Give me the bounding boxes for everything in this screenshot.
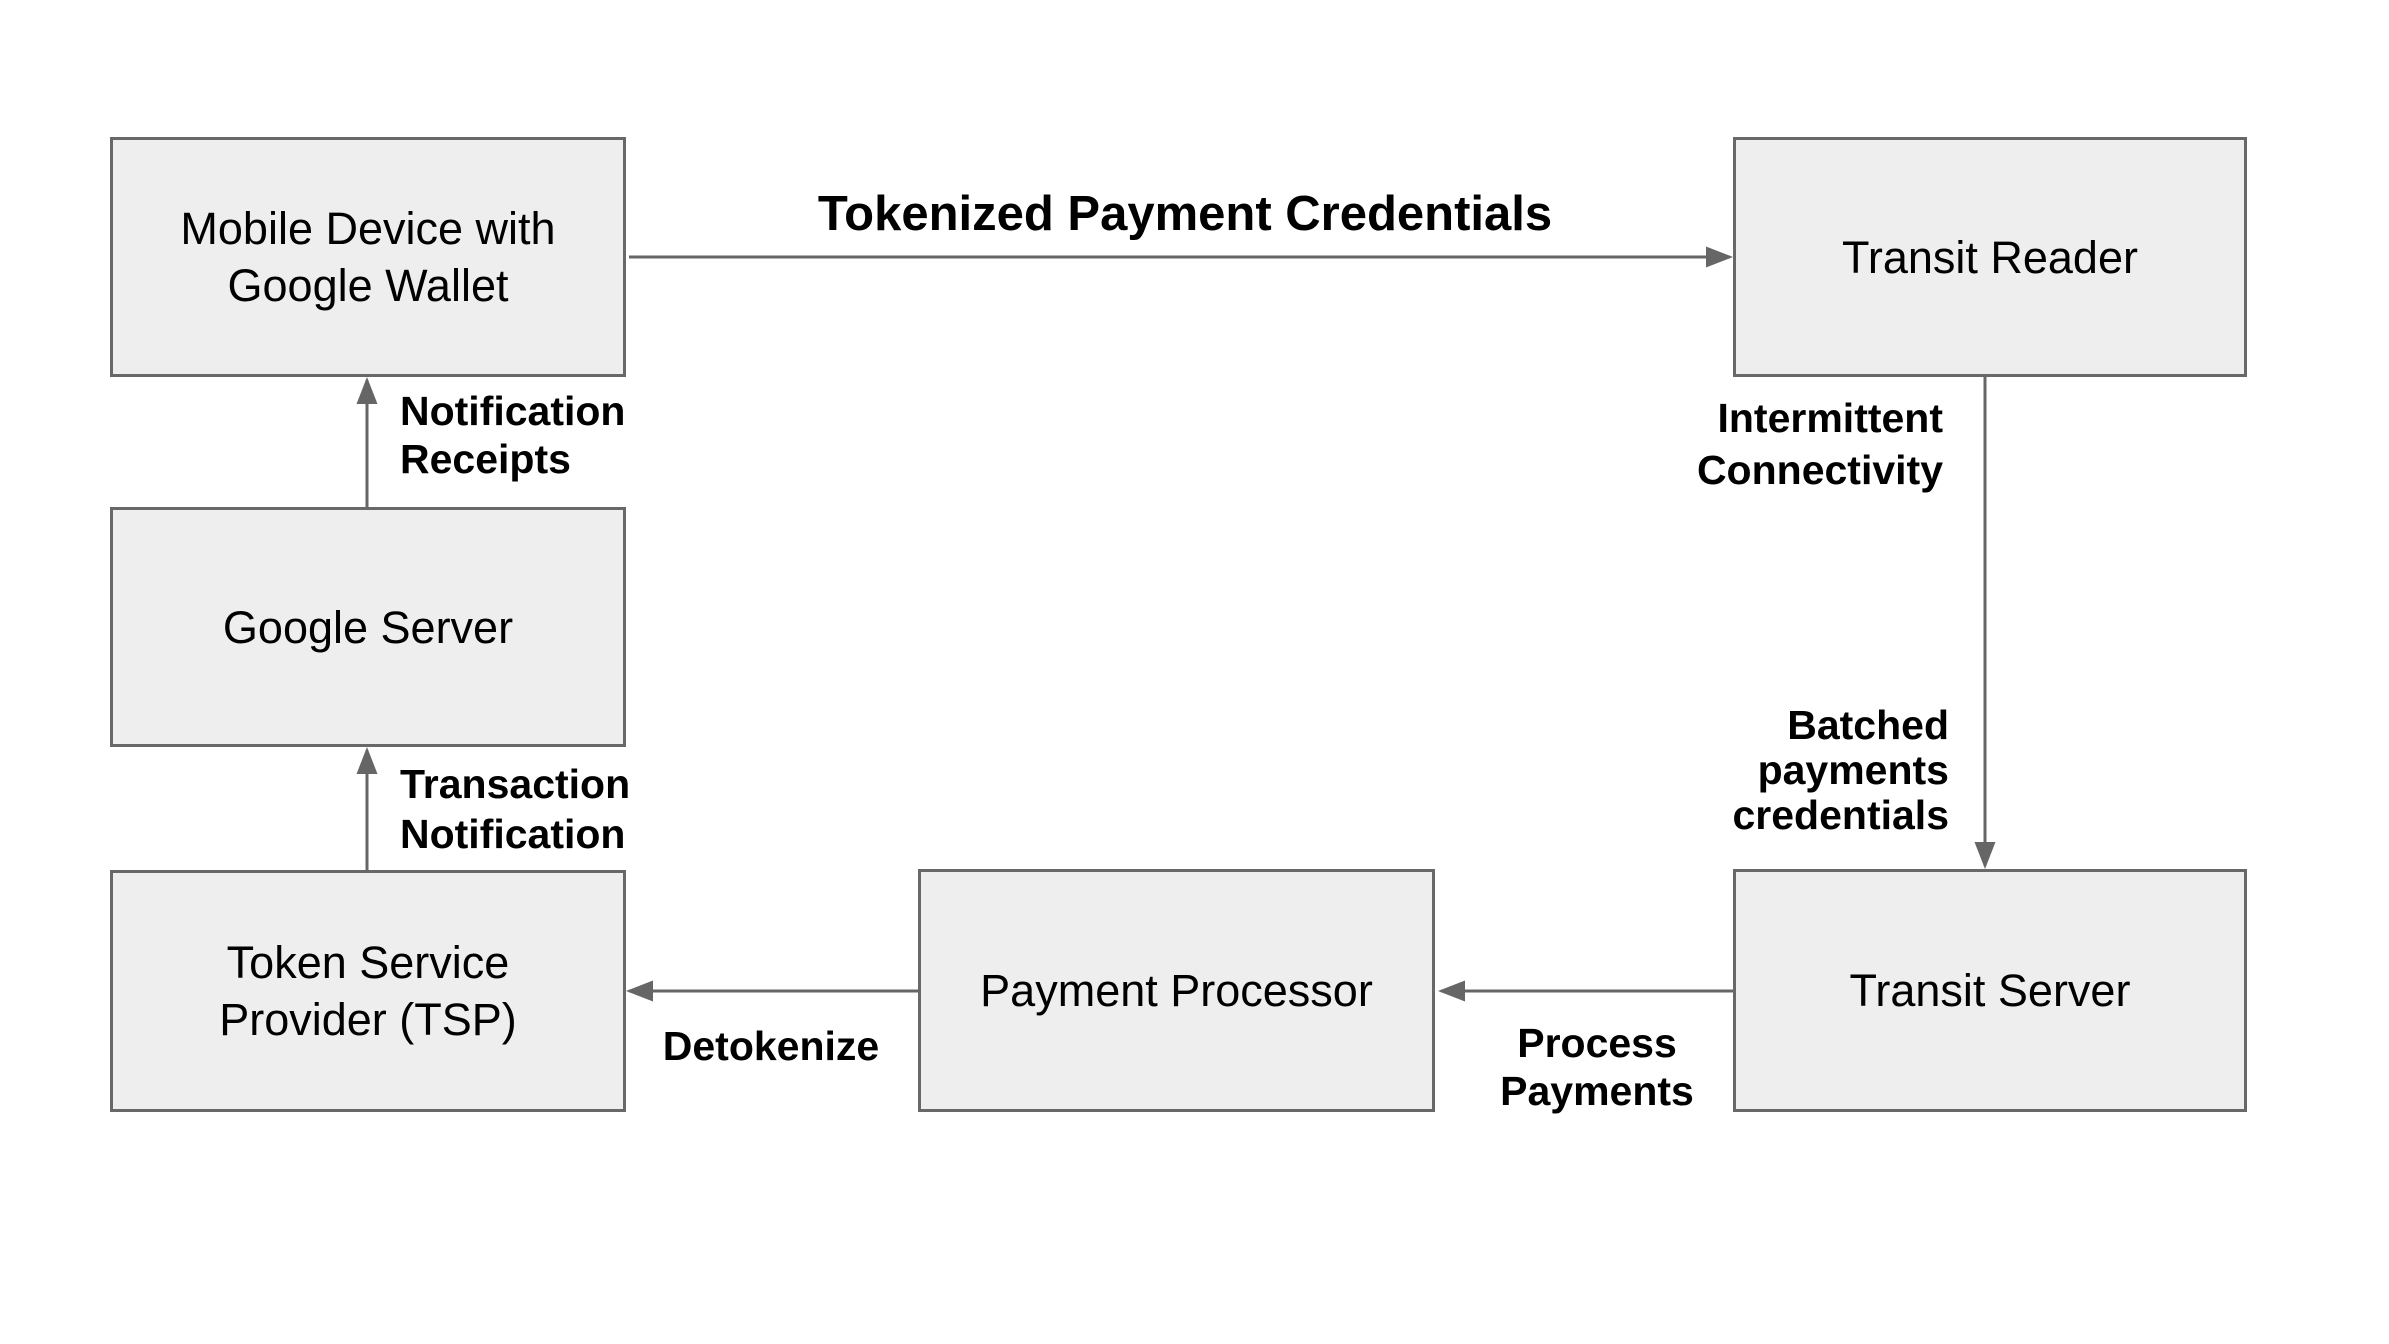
edge-label-line: Process	[1517, 1020, 1677, 1066]
edge-label-notification-receipts: Notification Receipts	[400, 387, 625, 483]
node-label-line: Token Service	[226, 937, 510, 988]
node-transit-reader: Transit Reader	[1733, 137, 2247, 377]
node-label-line: Provider (TSP)	[219, 994, 517, 1045]
node-label-line: Transit Server	[1849, 965, 2131, 1016]
edge-label-line: Tokenized Payment Credentials	[817, 187, 1553, 241]
edge-label-line: Intermittent	[1717, 395, 1944, 441]
node-label-line: Mobile Device with	[180, 203, 556, 254]
edge-label-process-payments: Process Payments	[1447, 1019, 1747, 1115]
edge-label-line: Transaction	[400, 761, 631, 807]
node-token-service-provider: Token Service Provider (TSP)	[110, 870, 626, 1112]
edge-label-line: Receipts	[400, 436, 571, 482]
edge-label-intermittent-connectivity: Intermittent Connectivity	[1697, 392, 1943, 496]
node-mobile-device-with-google-wallet: Mobile Device with Google Wallet	[110, 137, 626, 377]
edge-label-line: Notification	[400, 388, 626, 434]
node-label-line: Transit Reader	[1842, 231, 2138, 283]
node-label-line: Payment Processor	[980, 965, 1373, 1016]
edge-label-line: payments	[1757, 747, 1949, 793]
edge-label-tokenized-payment-credentials: Tokenized Payment Credentials	[735, 186, 1635, 242]
edge-label-detokenize: Detokenize	[621, 1022, 921, 1070]
edge-label-batched-payments-credentials: Batched payments credentials	[1733, 703, 1950, 838]
edge-label-transaction-notification: Transaction Notification	[400, 759, 630, 859]
edge-label-line: credentials	[1732, 792, 1950, 838]
edge-label-line: Detokenize	[662, 1023, 880, 1069]
node-label-line: Google Wallet	[227, 260, 509, 311]
edge-label-line: Payments	[1500, 1068, 1694, 1114]
edge-label-line: Notification	[400, 811, 626, 857]
node-google-server: Google Server	[110, 507, 626, 747]
edge-label-line: Batched	[1787, 702, 1949, 748]
node-label-line: Google Server	[222, 601, 514, 653]
node-transit-server: Transit Server	[1733, 869, 2247, 1112]
node-payment-processor: Payment Processor	[918, 869, 1435, 1112]
edge-label-line: Connectivity	[1696, 447, 1943, 493]
